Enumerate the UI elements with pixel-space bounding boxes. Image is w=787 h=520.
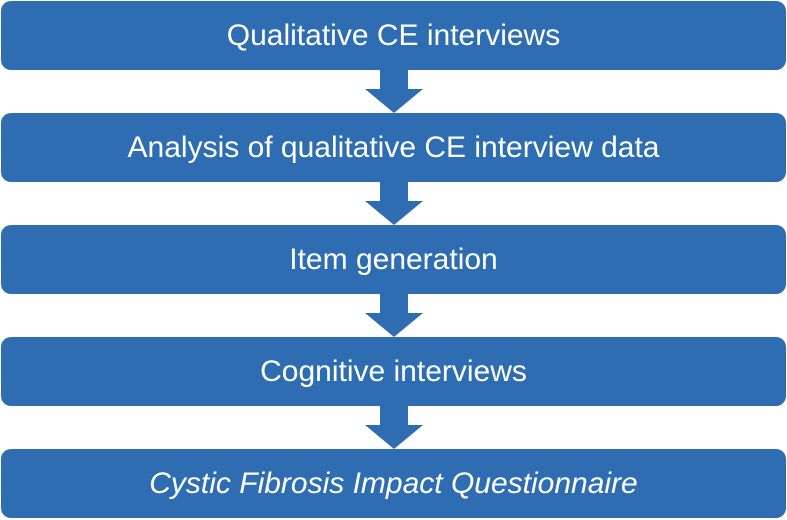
step-label: Analysis of qualitative CE interview dat… [127,130,660,164]
step-qualitative-ce-interviews: Qualitative CE interviews [1,1,786,70]
step-label: Item generation [289,242,498,276]
step-cognitive-interviews: Cognitive interviews [1,337,786,406]
down-arrow-icon [365,405,423,449]
step-label: Cognitive interviews [260,354,527,388]
down-arrow-icon [365,181,423,225]
step-label: Cystic Fibrosis Impact Questionnaire [149,466,638,500]
down-arrow-icon [365,69,423,113]
step-cystic-fibrosis-impact-questionnaire: Cystic Fibrosis Impact Questionnaire [1,449,786,518]
step-analysis-of-interview-data: Analysis of qualitative CE interview dat… [1,113,786,182]
step-label: Qualitative CE interviews [226,18,561,52]
step-item-generation: Item generation [1,225,786,294]
down-arrow-icon [365,293,423,337]
